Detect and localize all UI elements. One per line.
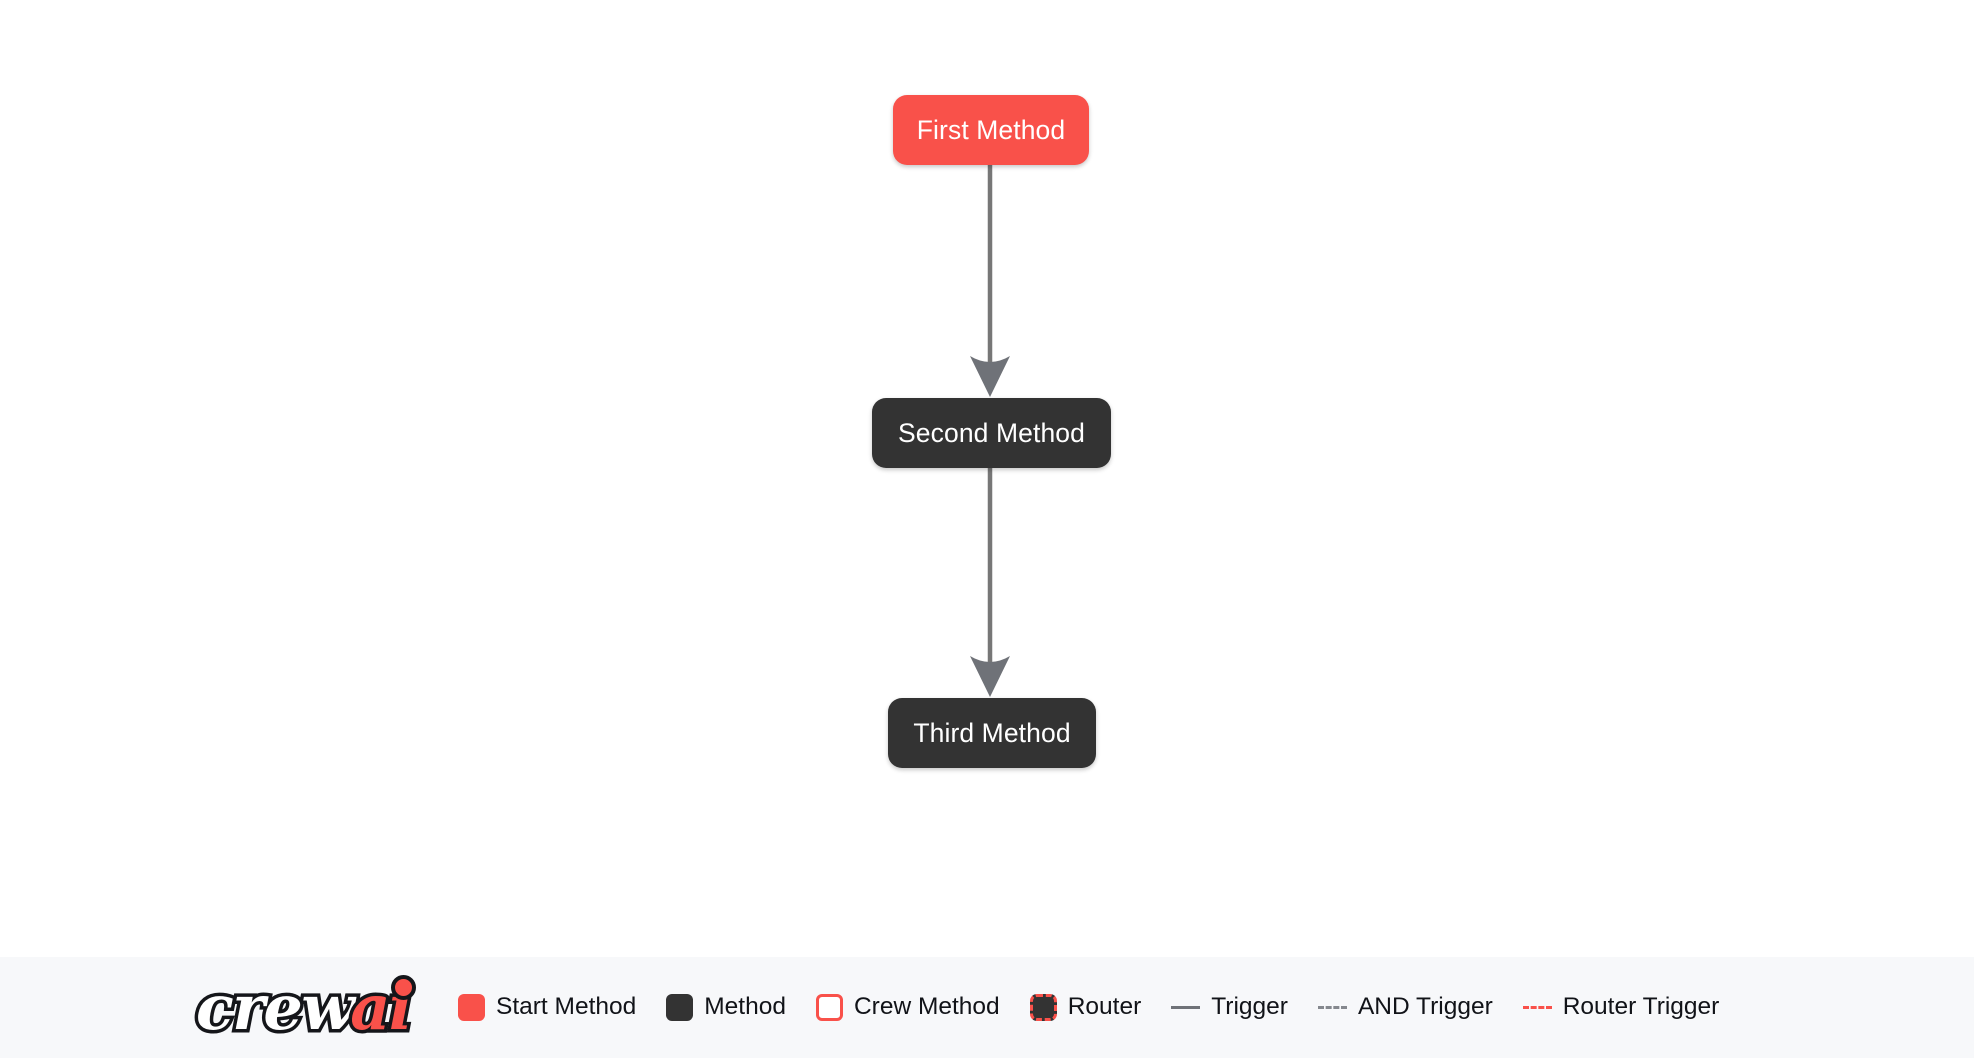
crew-method-swatch-icon <box>815 994 843 1021</box>
legend-item-trigger: Trigger <box>1171 995 1288 1020</box>
router-trigger-line-icon <box>1522 1006 1552 1009</box>
flow-canvas[interactable]: First Method Second Method Third Method <box>0 0 1974 957</box>
legend-item-router-trigger: Router Trigger <box>1522 993 1720 1021</box>
flow-node-second-method[interactable]: Second Method <box>872 398 1111 468</box>
edge-second-to-third <box>970 468 1010 697</box>
legend-bar: crew ai Start Method Method Crew Method … <box>0 957 1974 1058</box>
logo-word-crew: crew <box>192 970 358 1044</box>
flow-node-label: Third Method <box>913 717 1071 748</box>
flow-node-label: First Method <box>916 114 1066 145</box>
flow-node-third-method[interactable]: Third Method <box>888 698 1096 768</box>
legend-label: Trigger <box>1211 993 1288 1021</box>
and-trigger-line-icon <box>1317 1006 1347 1009</box>
flow-node-label: Second Method <box>898 417 1085 448</box>
flow-node-first-method[interactable]: First Method <box>893 95 1089 165</box>
legend-label: Method <box>704 993 786 1021</box>
logo-dot-icon <box>391 974 416 1000</box>
legend-item-and-trigger: AND Trigger <box>1317 993 1493 1021</box>
router-swatch-icon <box>1029 994 1057 1021</box>
start-method-swatch-icon <box>458 994 485 1021</box>
crewai-logo: crew ai <box>192 970 422 1045</box>
edge-first-to-second <box>970 165 1010 397</box>
legend-item-router: Router <box>1029 993 1142 1021</box>
legend-label: Start Method <box>496 993 637 1021</box>
method-swatch-icon <box>666 994 694 1021</box>
trigger-line-icon <box>1171 1006 1201 1009</box>
legend-item-crew-method: Crew Method <box>815 993 1000 1021</box>
legend-label: Router Trigger <box>1562 993 1720 1021</box>
legend-label: AND Trigger <box>1357 993 1493 1021</box>
legend-item-start-method: Start Method <box>458 994 636 1021</box>
legend-item-method: Method <box>666 994 786 1021</box>
legend-label: Crew Method <box>853 993 1000 1021</box>
legend-label: Router <box>1067 993 1142 1021</box>
